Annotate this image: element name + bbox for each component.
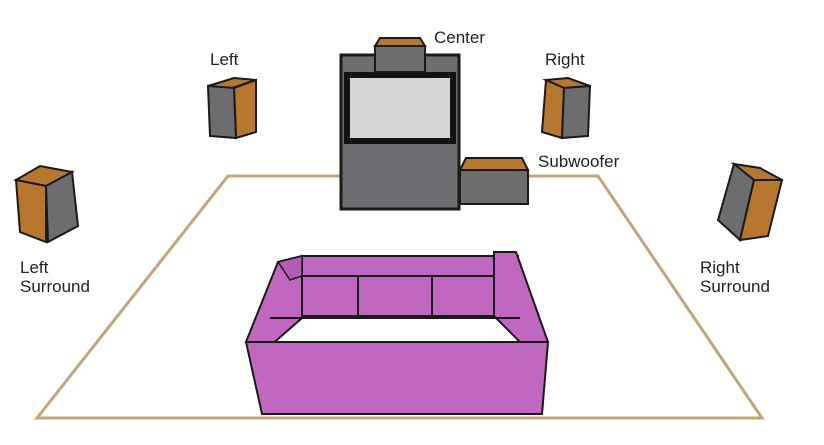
right-label: Right (545, 50, 585, 69)
right-surround-speaker (716, 162, 784, 242)
left-label: Left (210, 50, 239, 69)
right-front-speaker (540, 76, 592, 140)
left-surround-speaker (13, 164, 80, 244)
center-speaker (373, 37, 427, 73)
television (339, 53, 461, 211)
tv-screen (350, 78, 450, 138)
left-surround-label-line2: Surround (20, 277, 90, 296)
subwoofer-label: Subwoofer (538, 152, 620, 171)
sofa (244, 251, 550, 415)
left-surround-label-line1: Left (20, 258, 49, 277)
subwoofer-speaker (458, 157, 530, 205)
center-label: Center (434, 28, 486, 47)
left-front-speaker (206, 76, 257, 140)
right-surround-label-line2: Surround (700, 277, 770, 296)
right-surround-label-line1: Right (700, 258, 740, 277)
